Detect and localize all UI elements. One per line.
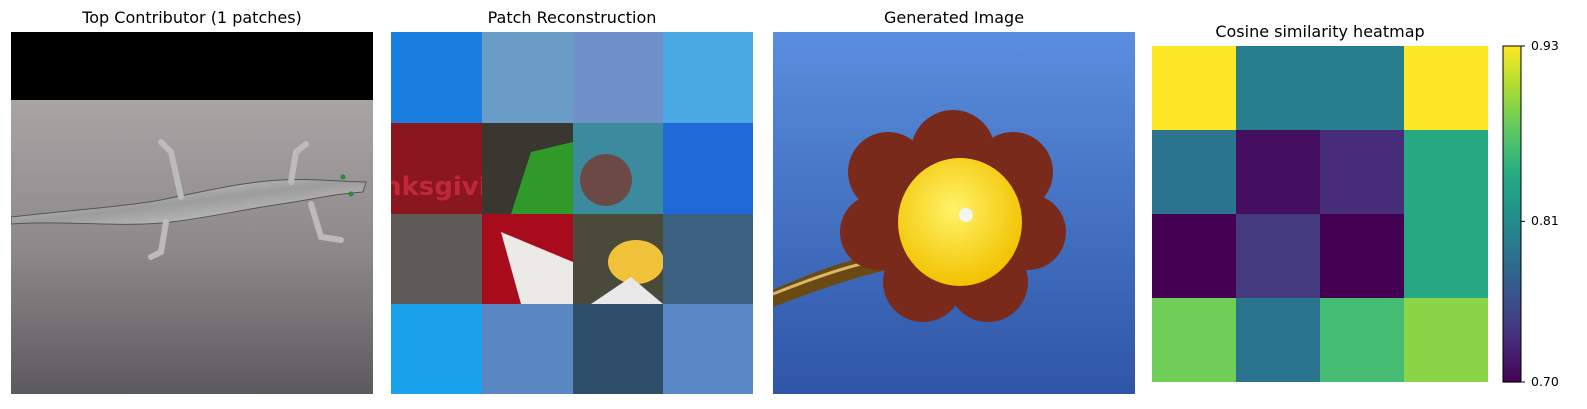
heatmap-cell-r1-c3 bbox=[1404, 130, 1488, 215]
heatmap-cell-r0-c1 bbox=[1236, 46, 1321, 131]
colorbar bbox=[1502, 45, 1525, 383]
colorbar-tick-label: 0.70 bbox=[1531, 374, 1559, 389]
heatmap-cell-r2-c2 bbox=[1320, 214, 1405, 299]
colorbar-frame bbox=[1502, 45, 1522, 383]
cosine-similarity-heatmap bbox=[1152, 46, 1488, 382]
panel-title-heatmap: Cosine similarity heatmap bbox=[1215, 22, 1425, 41]
svg-text:nksgivi: nksgivi bbox=[391, 172, 488, 202]
heatmap-cell-r0-c3 bbox=[1404, 46, 1488, 131]
colorbar-tick-label: 0.93 bbox=[1531, 38, 1559, 53]
heatmap-cell-r1-c2 bbox=[1320, 130, 1405, 215]
heatmap-cell-r2-c3 bbox=[1404, 214, 1488, 299]
panel-title-patch-reconstruction: Patch Reconstruction bbox=[487, 8, 657, 27]
heatmap-cell-r3-c2 bbox=[1320, 298, 1405, 382]
heatmap-cell-r1-c1 bbox=[1236, 130, 1321, 215]
heatmap-cell-r3-c0 bbox=[1152, 298, 1237, 382]
heatmap-cell-r1-c0 bbox=[1152, 130, 1237, 215]
heatmap-cell-r0-c2 bbox=[1320, 46, 1405, 131]
heatmap-cell-r2-c0 bbox=[1152, 214, 1237, 299]
panel-title-generated-image: Generated Image bbox=[883, 8, 1025, 27]
generated-image bbox=[773, 32, 1135, 394]
heatmap-cell-r3-c3 bbox=[1404, 298, 1488, 382]
patch-reconstruction-image: nksgivi bbox=[391, 32, 753, 394]
heatmap-cell-r2-c1 bbox=[1236, 214, 1321, 299]
colorbar-tick-label: 0.81 bbox=[1531, 213, 1559, 229]
top-contributor-image bbox=[11, 32, 373, 394]
heatmap-cell-r3-c1 bbox=[1236, 298, 1321, 382]
heatmap-cell-r0-c0 bbox=[1152, 46, 1237, 131]
panel-title-top-contributor: Top Contributor (1 patches) bbox=[82, 8, 302, 27]
